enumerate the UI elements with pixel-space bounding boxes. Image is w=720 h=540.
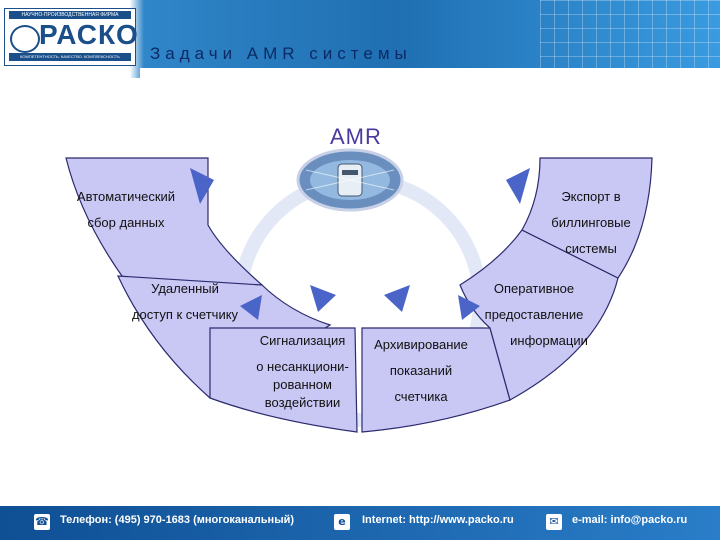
label-line: Оперативное xyxy=(493,281,575,296)
arrow-2-icon xyxy=(240,295,262,320)
segment-signaling[interactable] xyxy=(209,327,358,433)
segment-operative-info[interactable] xyxy=(459,229,619,401)
label-line: воздействии xyxy=(264,395,341,410)
label-line: рованном xyxy=(273,377,332,392)
header-stripe xyxy=(140,68,720,78)
label-line: информации xyxy=(510,333,588,348)
label-line: Удаленный xyxy=(151,281,219,296)
label-line: Экспорт в xyxy=(561,189,621,204)
logo-top-text: НАУЧНО-ПРОИЗВОДСТВЕННАЯ ФИРМА xyxy=(9,11,131,19)
label-operative-info: Оперативное предоставление информации xyxy=(474,276,594,354)
label-auto-collection: Автоматический сбор данных xyxy=(66,184,186,236)
label-line: о несанкциони- xyxy=(256,359,349,374)
arrow-5-icon xyxy=(458,295,480,320)
label-remote-access: Удаленный доступ к счетчику xyxy=(120,276,250,328)
label-line: предоставление xyxy=(484,307,584,322)
logo-bottom-text: КОМПЕТЕНТНОСТЬ. КАЧЕСТВО. КОМПЛЕКСНОСТЬ xyxy=(9,53,131,61)
meter-image xyxy=(296,148,404,212)
arrow-1-icon xyxy=(190,168,214,204)
label-line: Архивирование xyxy=(374,337,468,352)
page-title: Задачи AMR системы xyxy=(150,44,412,63)
arrow-3-icon xyxy=(310,285,336,312)
label-line: Сигнализация xyxy=(259,333,346,348)
label-signaling: Сигнализация о несанкциони- рованном воз… xyxy=(245,332,360,412)
footer-email[interactable]: e-mail: info@packo.ru xyxy=(572,514,688,526)
label-line: показаний xyxy=(389,363,453,378)
logo-mark-icon xyxy=(10,25,40,53)
footer-internet[interactable]: Internet: http://www.packo.ru xyxy=(362,514,514,526)
footer-phone: Телефон: (495) 970-1683 (многоканальный) xyxy=(60,514,295,526)
label-line: Автоматический xyxy=(76,189,176,204)
arrow-4-icon xyxy=(384,285,410,312)
label-line: счетчика xyxy=(394,389,448,404)
logo-word: РАСКО xyxy=(39,19,139,50)
phone-icon: ☎ xyxy=(34,514,50,530)
center-label: AMR xyxy=(330,124,382,149)
label-line: биллинговые xyxy=(551,215,631,230)
header-banner: НАУЧНО-ПРОИЗВОДСТВЕННАЯ ФИРМА РАСКО КОМП… xyxy=(0,0,720,78)
amr-diagram: AMR Автоматический сбор данных Удаленный… xyxy=(0,80,720,500)
email-icon: ✉ xyxy=(546,514,562,530)
segment-export-billing[interactable] xyxy=(521,157,653,279)
label-line: доступ к счетчику xyxy=(131,307,239,322)
footer-bar: ☎ Телефон: (495) 970-1683 (многоканальны… xyxy=(0,506,720,540)
header-grid-decoration xyxy=(540,0,720,78)
label-line: системы xyxy=(565,241,617,256)
label-export-billing: Экспорт в биллинговые системы xyxy=(536,184,646,262)
internet-icon: e xyxy=(334,514,350,530)
segments-group xyxy=(65,157,653,433)
diagram-canvas xyxy=(65,148,653,433)
arrows-group xyxy=(190,168,530,320)
label-line: сбор данных xyxy=(87,215,165,230)
company-logo: НАУЧНО-ПРОИЗВОДСТВЕННАЯ ФИРМА РАСКО КОМП… xyxy=(4,8,139,66)
arrow-6-icon xyxy=(506,168,530,204)
label-archiving: Архивирование показаний счетчика xyxy=(366,332,476,410)
